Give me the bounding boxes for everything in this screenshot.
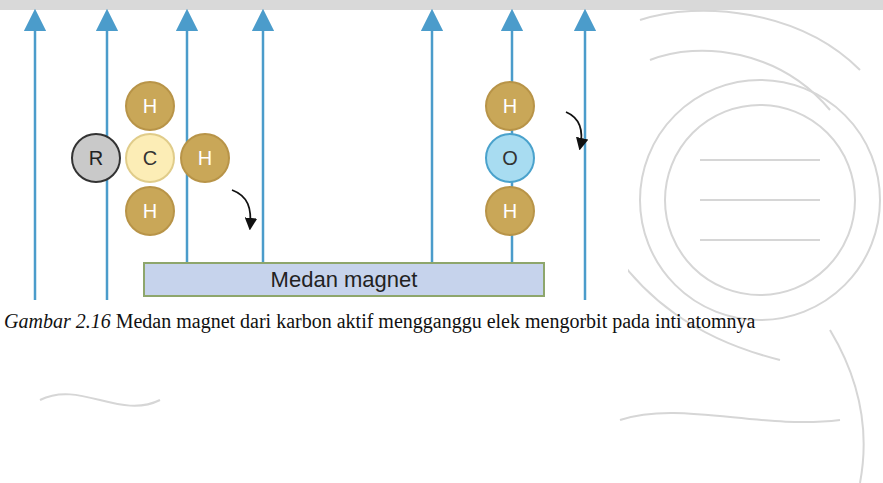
field-lines — [35, 20, 585, 300]
top-strip — [0, 0, 883, 10]
caption-number: Gambar 2.16 — [4, 310, 111, 332]
atom-circle: H — [180, 133, 230, 183]
figure-panel — [0, 10, 628, 306]
atom-circle: H — [125, 186, 175, 236]
atom-fill — [126, 187, 174, 235]
atom-symbol: C — [143, 147, 157, 170]
atom-fill — [72, 134, 120, 182]
atom-symbol: H — [503, 200, 517, 223]
atom-circle: C — [125, 133, 175, 183]
caption-body: Medan magnet dari karbon aktif menggangg… — [111, 310, 756, 332]
atom-symbol: H — [143, 200, 157, 223]
atom-fill — [126, 134, 174, 182]
atom-fill — [181, 134, 229, 182]
box-label: Medan magnet — [271, 267, 418, 293]
atom-circle: H — [485, 81, 535, 131]
figure-caption: Gambar 2.16 Medan magnet dari karbon akt… — [4, 308, 854, 334]
atom-fill — [486, 134, 534, 182]
atom-fill — [486, 82, 534, 130]
atom-fill — [126, 82, 174, 130]
atom-symbol: H — [143, 95, 157, 118]
field-box: Medan magnet — [143, 262, 545, 297]
atom-circle: H — [485, 186, 535, 236]
atom-circle: O — [485, 133, 535, 183]
atom-symbol: H — [503, 95, 517, 118]
atom-circle: H — [125, 81, 175, 131]
atom-symbol: R — [89, 147, 103, 170]
atom-symbol: O — [502, 147, 518, 170]
atom-symbol: H — [198, 147, 212, 170]
atom-fill — [486, 187, 534, 235]
atom-circle: R — [71, 133, 121, 183]
